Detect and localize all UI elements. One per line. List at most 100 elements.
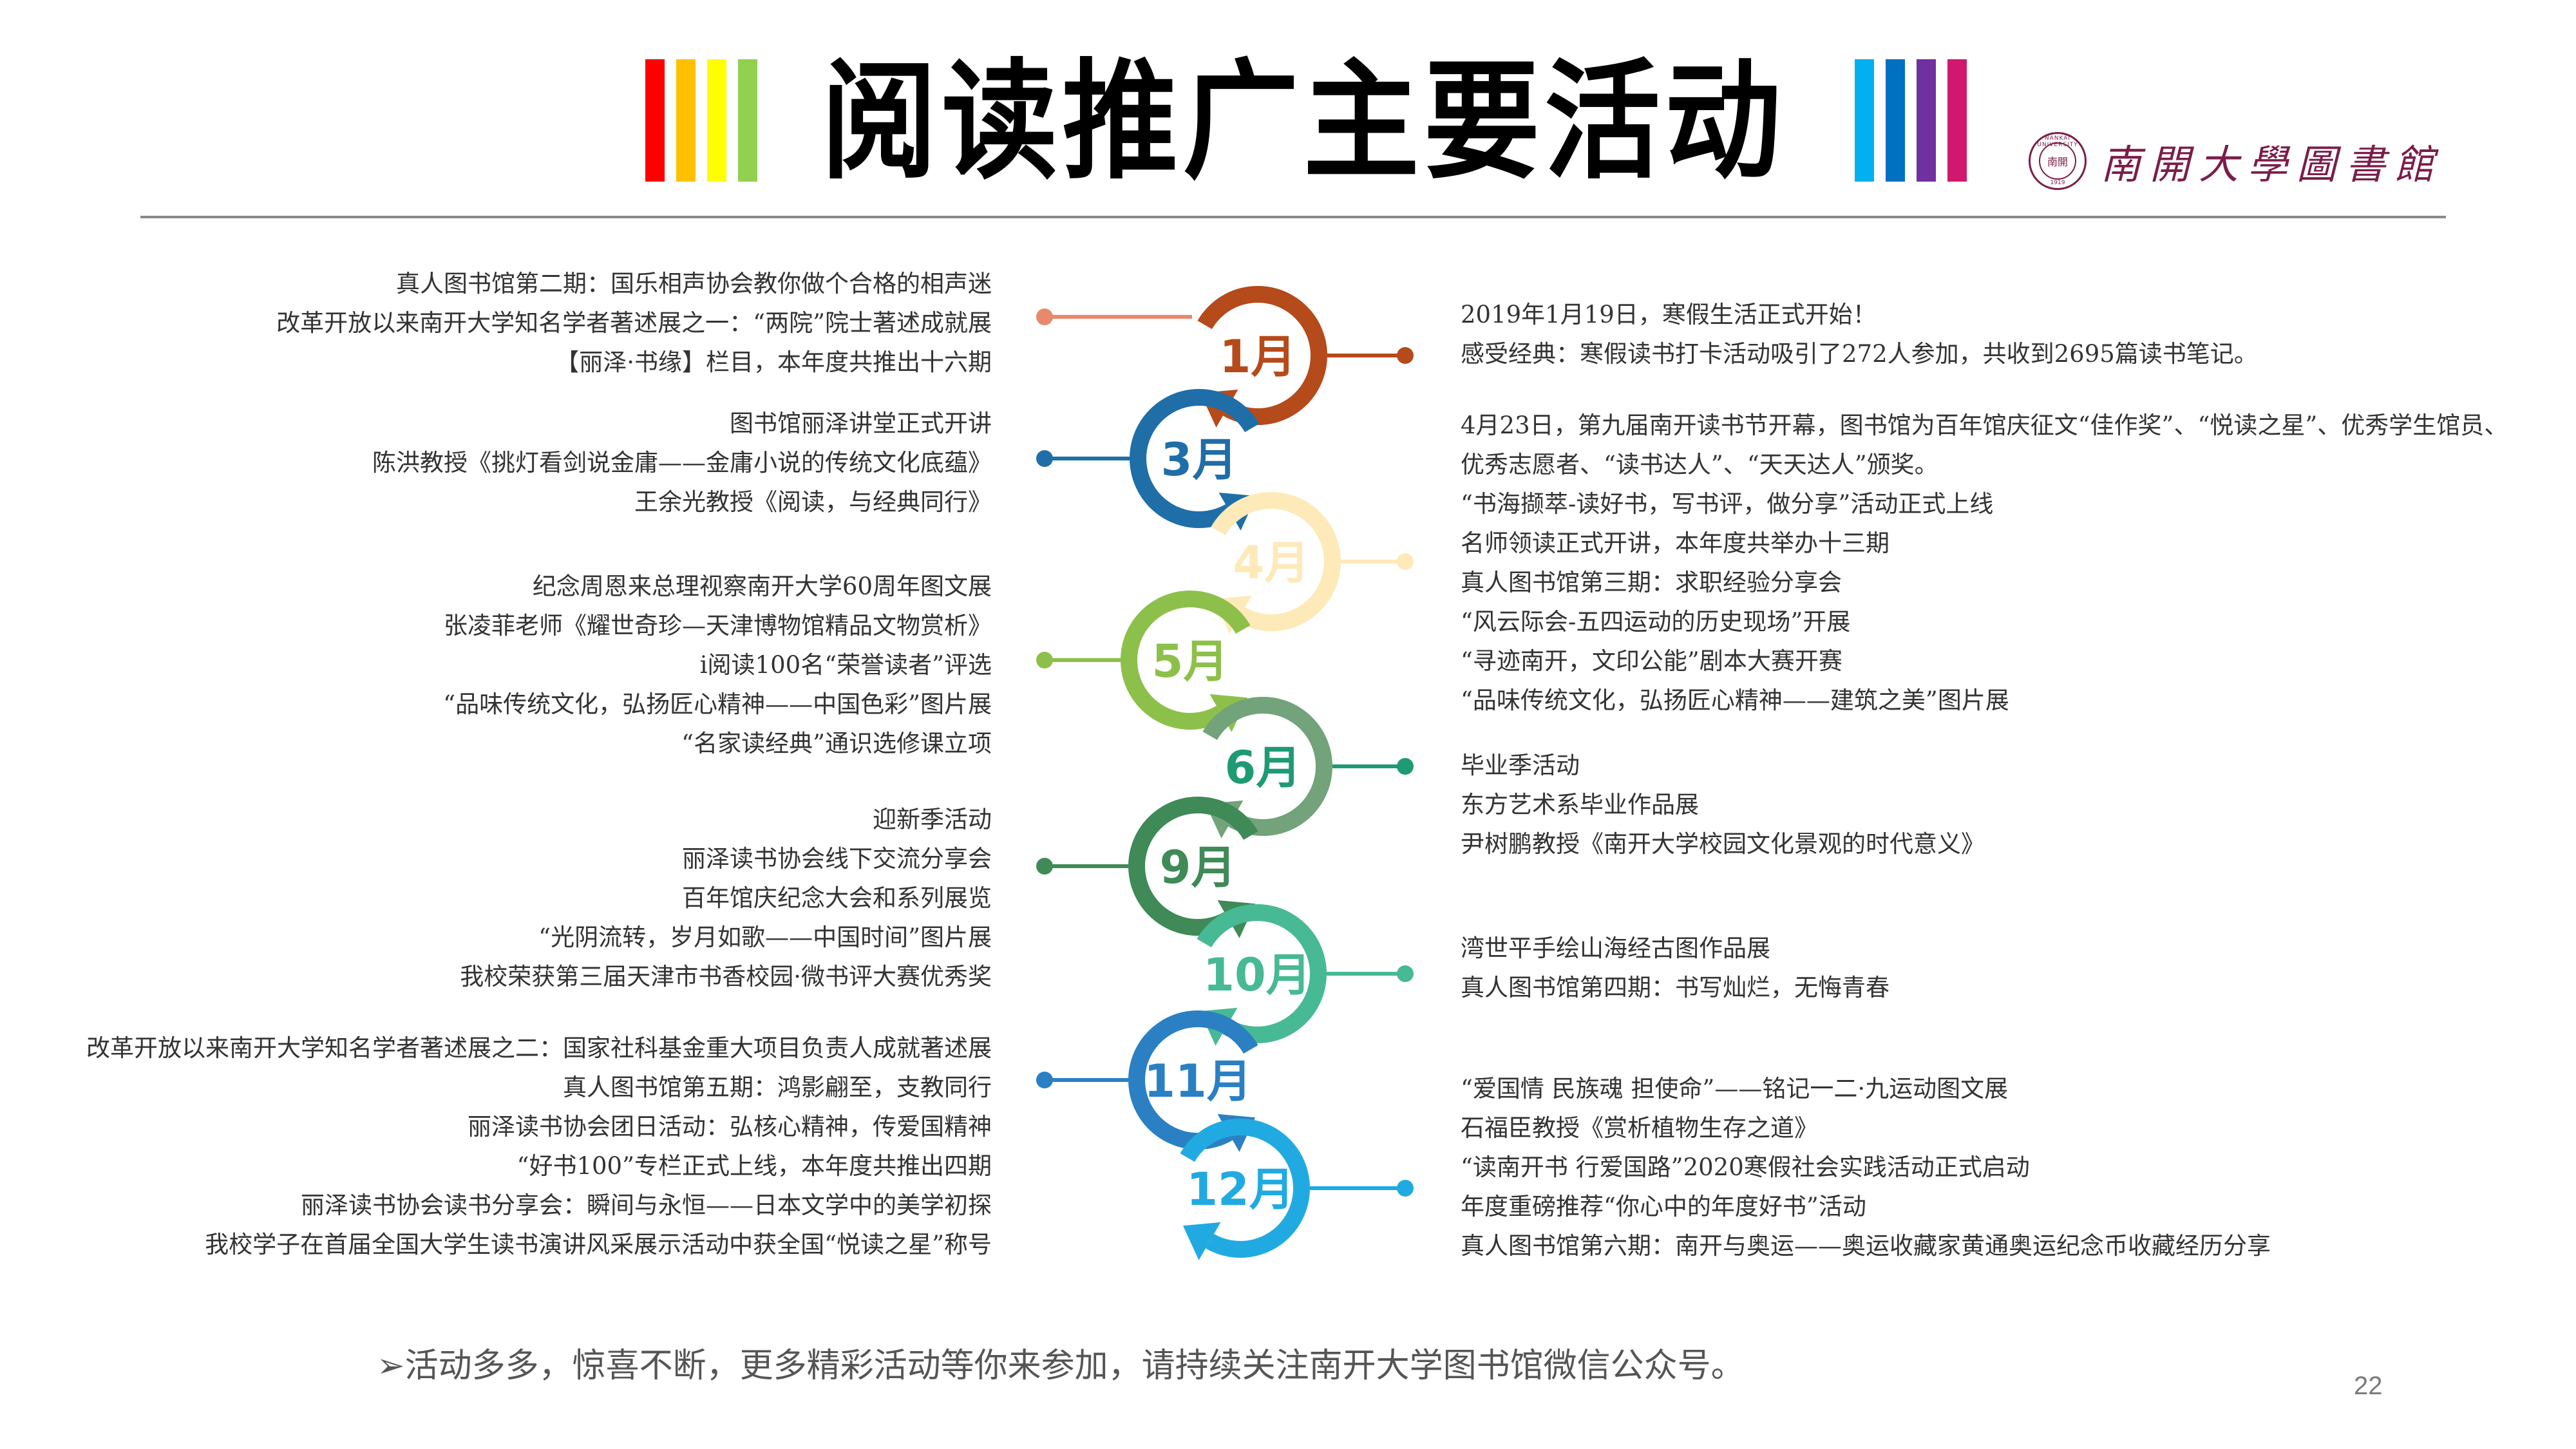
left-activity-block: 真人图书馆第二期：国乐相声协会教你做个合格的相声迷改革开放以来南开大学知名学者著… bbox=[276, 264, 992, 382]
activity-item: “爱国情 民族魂 担使命”——铭记一二·九运动图文展 bbox=[1461, 1075, 2009, 1103]
ring-arrow bbox=[1211, 492, 1341, 631]
activity-item: “风云际会-五四运动的历史现场”开展 bbox=[1461, 608, 1851, 636]
activity-item: 4月23日，第九届南开读书节开幕，图书馆为百年馆庆征文“佳作奖”、“悦读之星”、… bbox=[1461, 412, 2508, 439]
activity-item: 丽泽读书协会团日活动：弘核心精神，传爱国精神 bbox=[468, 1113, 992, 1141]
activity-item: 百年馆庆纪念大会和系列展览 bbox=[682, 884, 992, 912]
month-node: 3月 bbox=[1036, 389, 1260, 531]
month-label: 12月 bbox=[1186, 1163, 1294, 1216]
left-activity-block: 纪念周恩来总理视察南开大学60周年图文展张凌菲老师《耀世奇珍—天津博物馆精品文物… bbox=[443, 567, 992, 763]
right-activity-block: 毕业季活动东方艺术系毕业作品展尹树鹏教授《南开大学校园文化景观的时代意义》 bbox=[1461, 746, 1985, 864]
activity-item: “名家读经典”通识选修课立项 bbox=[681, 730, 992, 757]
seal-ring-text: NANKAI UNIVERSITY bbox=[2037, 135, 2078, 148]
activity-item: 感受经典：寒假读书打卡活动吸引了272人参加，共收到2695篇读书笔记。 bbox=[1461, 340, 2258, 368]
month-node: 12月 bbox=[1180, 1119, 1414, 1260]
activity-item: 迎新季活动 bbox=[873, 806, 992, 833]
activity-item: 毕业季活动 bbox=[1461, 752, 1580, 779]
activity-item: 真人图书馆第六期：南开与奥运——奥运收藏家黄通奥运纪念币收藏经历分享 bbox=[1461, 1232, 2271, 1260]
ring-arrow bbox=[1128, 1010, 1258, 1150]
activity-item: “书海撷萃-读好书，写书评，做分享”活动正式上线 bbox=[1461, 490, 1994, 518]
activity-item: 我校荣获第三届天津市书香校园·微书评大赛优秀奖 bbox=[460, 963, 992, 990]
color-bar bbox=[1886, 59, 1905, 182]
month-label: 9月 bbox=[1160, 841, 1236, 894]
activity-item: 我校学子在首届全国大学生读书演讲风采展示活动中获全国“悦读之星”称号 bbox=[205, 1231, 992, 1258]
ring-arrow bbox=[1197, 904, 1327, 1043]
activity-item: 丽泽读书协会线下交流分享会 bbox=[682, 845, 992, 873]
activity-item: “寻迹南开，文印公能”剧本大赛开赛 bbox=[1461, 647, 1842, 675]
activity-item: i阅读100名“荣誉读者”评选 bbox=[699, 651, 992, 679]
color-bar bbox=[645, 59, 665, 182]
color-bar bbox=[707, 59, 726, 182]
logo-text: 南開大學圖書館 bbox=[2101, 141, 2444, 188]
month-label: 5月 bbox=[1152, 635, 1229, 688]
header-divider bbox=[140, 216, 2446, 218]
activity-item: 尹树鹏教授《南开大学校园文化景观的时代意义》 bbox=[1461, 830, 1985, 858]
activity-item: 陈洪教授《挑灯看剑说金庸——金庸小说的传统文化底蕴》 bbox=[372, 449, 992, 477]
connector-dot bbox=[1397, 553, 1414, 570]
activity-item: 王余光教授《阅读，与经典同行》 bbox=[634, 488, 992, 516]
month-label: 4月 bbox=[1233, 536, 1310, 589]
ring-arrow bbox=[1197, 286, 1327, 425]
university-seal-icon: NANKAI UNIVERSITY 南開 1919 bbox=[2029, 132, 2087, 190]
activity-item: 真人图书馆第二期：国乐相声协会教你做个合格的相声迷 bbox=[396, 270, 992, 298]
color-bar bbox=[738, 59, 757, 182]
activity-item: 优秀志愿者、“读书达人”、“天天达人”颁奖。 bbox=[1461, 451, 1938, 478]
left-activity-block: 图书馆丽泽讲堂正式开讲陈洪教授《挑灯看剑说金庸——金庸小说的传统文化底蕴》王余光… bbox=[372, 404, 992, 522]
title-color-bars-right bbox=[1855, 59, 1967, 182]
month-node: 1月 bbox=[1036, 286, 1414, 428]
month-label: 1月 bbox=[1220, 330, 1296, 383]
activity-item: 张凌菲老师《耀世奇珍—天津博物馆精品文物赏析》 bbox=[444, 612, 992, 639]
color-bar bbox=[1855, 59, 1874, 182]
right-activity-block: 4月23日，第九届南开读书节开幕，图书馆为百年馆庆征文“佳作奖”、“悦读之星”、… bbox=[1461, 406, 2508, 720]
month-node: 10月 bbox=[1197, 904, 1414, 1046]
title-color-bars-left bbox=[645, 59, 757, 182]
activity-item: 东方艺术系毕业作品展 bbox=[1461, 791, 1699, 819]
connector-dot bbox=[1036, 1072, 1053, 1088]
arrowhead-icon bbox=[1182, 1222, 1221, 1260]
ring-arrow bbox=[1128, 797, 1258, 936]
connector-dot bbox=[1036, 308, 1053, 325]
activity-item: “读南开书 行爱国路”2020寒假社会实践活动正式启动 bbox=[1461, 1153, 2030, 1181]
month-label: 11月 bbox=[1144, 1055, 1251, 1108]
activity-item: 真人图书馆第四期：书写灿烂，无悔青春 bbox=[1461, 974, 1889, 1001]
connector-dot bbox=[1036, 450, 1053, 467]
color-bar bbox=[676, 59, 696, 182]
seal-center-text: 南開 bbox=[2039, 142, 2076, 180]
activity-item: 改革开放以来南开大学知名学者著述展之一：“两院”院士著述成就展 bbox=[276, 309, 992, 337]
footer-text: 活动多多，惊喜不断，更多精彩活动等你来参加，请持续关注南开大学图书馆微信公众号。 bbox=[404, 1347, 1745, 1385]
connector-dot bbox=[1397, 965, 1414, 982]
seal-year: 1919 bbox=[2050, 180, 2065, 186]
activity-item: 湾世平手绘山海经古图作品展 bbox=[1461, 934, 1770, 962]
right-activity-block: 湾世平手绘山海经古图作品展真人图书馆第四期：书写灿烂，无悔青春 bbox=[1461, 929, 1889, 1007]
activity-item: “好书100”专栏正式上线，本年度共推出四期 bbox=[516, 1152, 992, 1180]
activity-item: 图书馆丽泽讲堂正式开讲 bbox=[730, 410, 992, 437]
activity-item: 名师领读正式开讲，本年度共举办十三期 bbox=[1461, 529, 1889, 557]
activity-item: 年度重磅推荐“你心中的年度好书”活动 bbox=[1461, 1193, 1866, 1220]
connector-dot bbox=[1397, 347, 1414, 364]
activity-item: 真人图书馆第三期：求职经验分享会 bbox=[1461, 569, 1842, 596]
bullet-arrow-icon: ➢ bbox=[377, 1347, 405, 1385]
activity-item: 纪念周恩来总理视察南开大学60周年图文展 bbox=[532, 573, 992, 600]
ring-arrow bbox=[1180, 1119, 1310, 1258]
activity-item: 改革开放以来南开大学知名学者著述展之二：国家社科基金重大项目负责人成就著述展 bbox=[86, 1034, 992, 1062]
month-node: 4月 bbox=[1211, 492, 1414, 634]
activity-item: 丽泽读书协会读书分享会：瞬间与永恒——日本文学中的美学初探 bbox=[301, 1191, 992, 1219]
right-activity-block: 2019年1月19日，寒假生活正式开始！感受经典：寒假读书打卡活动吸引了272人… bbox=[1461, 295, 2258, 374]
activity-item: 石福臣教授《赏析植物生存之道》 bbox=[1461, 1114, 1818, 1142]
connector-dot bbox=[1036, 652, 1053, 668]
color-bar bbox=[1917, 59, 1936, 182]
month-label: 10月 bbox=[1203, 949, 1311, 1001]
activity-item: 真人图书馆第五期：鸿影翩至，支教同行 bbox=[563, 1074, 992, 1101]
month-node: 5月 bbox=[1036, 591, 1251, 732]
connector-dot bbox=[1397, 758, 1414, 775]
right-activity-block: “爱国情 民族魂 担使命”——铭记一二·九运动图文展石福臣教授《赏析植物生存之道… bbox=[1461, 1069, 2271, 1265]
left-activity-block: 迎新季活动丽泽读书协会线下交流分享会百年馆庆纪念大会和系列展览 “光阴流转，岁月如… bbox=[460, 800, 992, 996]
month-label: 3月 bbox=[1161, 433, 1238, 486]
connector-dot bbox=[1036, 858, 1053, 875]
activity-item: “光阴流转，岁月如歌——中国时间”图片展 bbox=[538, 923, 992, 951]
ring-arrow bbox=[1130, 389, 1260, 528]
activity-item: “品味传统文化，弘扬匠心精神——建筑之美”图片展 bbox=[1461, 687, 2009, 714]
ring-arrow bbox=[1121, 591, 1251, 730]
left-activity-block: 改革开放以来南开大学知名学者著述展之二：国家社科基金重大项目负责人成就著述展真人… bbox=[86, 1028, 992, 1264]
activity-item: 【丽泽·书缘】栏目，本年度共推出十六期 bbox=[555, 348, 992, 376]
